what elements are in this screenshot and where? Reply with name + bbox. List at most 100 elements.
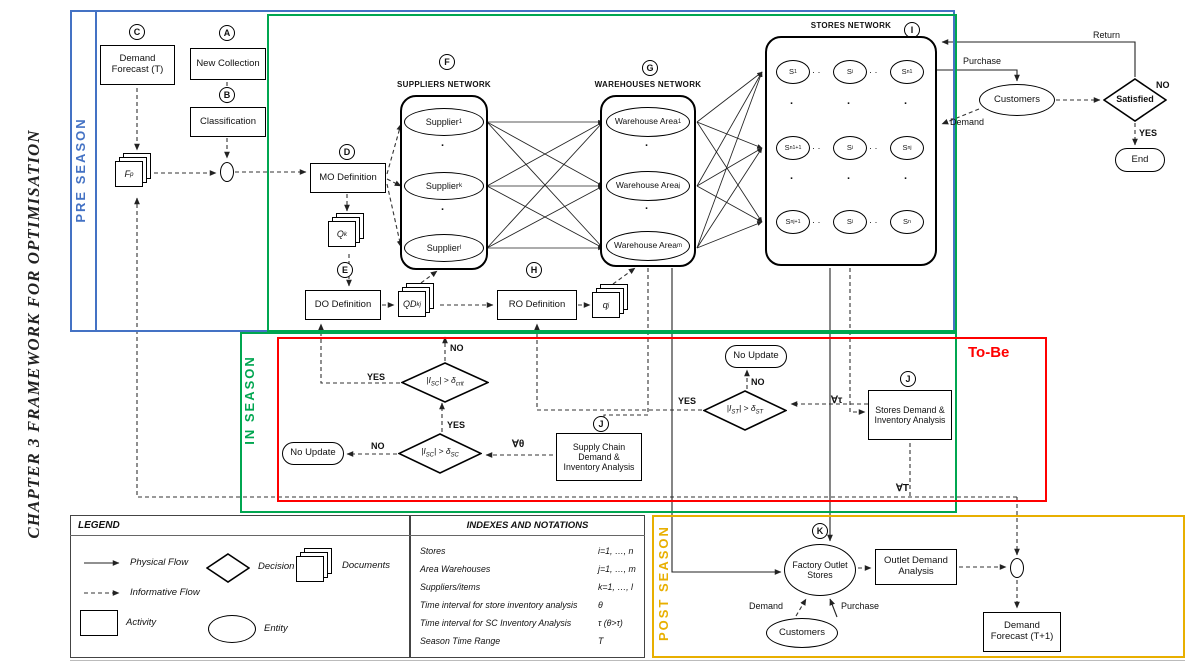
ro-definition-box: RO Definition — [497, 290, 577, 320]
in-season-frame — [240, 332, 957, 513]
ellipsis-dot: · — [645, 203, 649, 215]
ellipsis-dot: · — [847, 98, 851, 110]
notation-label: Time interval for SC Inventory Analysis — [420, 618, 572, 628]
stores-analysis-box: Stores Demand & Inventory Analysis — [868, 390, 952, 440]
legend-activity-shape — [80, 610, 118, 636]
ellipsis-dot: · — [790, 98, 794, 110]
ellipsis-dots: · · — [812, 67, 821, 77]
badge-j-stores: J — [900, 371, 916, 387]
no-update-top-node: No Update — [725, 345, 787, 368]
suppliers-network-title: SUPPLIERS NETWORK — [397, 80, 491, 89]
ellipsis-dots: · · — [869, 217, 878, 227]
badge-c: C — [129, 24, 145, 40]
notation-value: j=1, …, m — [598, 564, 636, 574]
demand-post-label: Demand — [749, 601, 784, 611]
outlet-analysis-box: Outlet Demand Analysis — [875, 549, 957, 585]
delta-st-decision: |IST| > δST — [703, 390, 787, 431]
to-be-frame — [277, 337, 1047, 502]
st-no-label: NO — [751, 377, 765, 387]
post-season-label: POST SEASON — [656, 525, 671, 641]
notation-label: Season Time Range — [420, 636, 501, 646]
legend-box — [70, 515, 410, 658]
badge-a: A — [219, 25, 235, 41]
new-collection-box: New Collection — [190, 48, 266, 80]
legend-entity-shape — [208, 615, 256, 643]
demand-forecast-t-box: Demand Forecast (T) — [100, 45, 175, 85]
pre-season-label: PRE SEASON — [73, 117, 88, 223]
stores-network-title: STORES NETWORK — [810, 21, 892, 30]
ellipsis-dot: · — [441, 140, 445, 152]
mo-definition-box: MO Definition — [310, 163, 386, 193]
pre-season-divider — [95, 10, 97, 332]
sc-analysis-box: Supply Chain Demand & Inventory Analysis — [556, 433, 642, 481]
notation-label: Time interval for store inventory analys… — [420, 600, 578, 610]
crit-yes-label: YES — [367, 372, 386, 382]
notations-title: INDEXES AND NOTATIONS — [466, 520, 589, 531]
page-bottom-rule — [70, 660, 1185, 661]
join-connector-post — [1010, 558, 1024, 578]
st-yes-label: YES — [678, 396, 697, 406]
satisfied-yes-label: YES — [1139, 128, 1158, 138]
legend-physical-flow-label: Physical Flow — [130, 557, 189, 568]
purchase-post-label: Purchase — [841, 601, 880, 611]
notation-value: T — [598, 636, 604, 646]
chapter-caption: CHAPTER 3 FRAMEWORK FOR OPTIMISATION — [24, 129, 43, 539]
ellipsis-dot: · — [441, 204, 445, 216]
notations-title-divider — [410, 535, 645, 536]
notations-box — [410, 515, 645, 658]
forall-T-label: ∀T — [896, 483, 909, 494]
classification-box: Classification — [190, 107, 266, 137]
delta-st-label: |IST| > δST — [726, 403, 764, 417]
legend-informative-flow-label: Informative Flow — [130, 587, 200, 598]
customers-post-entity: Customers — [766, 618, 838, 648]
in-season-label: IN SEASON — [242, 355, 257, 445]
post-season-frame — [652, 515, 1185, 658]
delta-sc-label: |ISC| > δSC — [421, 446, 459, 460]
do-definition-box: DO Definition — [305, 290, 381, 320]
join-connector-pre — [220, 162, 234, 182]
badge-d: D — [339, 144, 355, 160]
ellipsis-dot: · — [904, 173, 908, 185]
notation-label: Area Warehouses — [420, 564, 491, 574]
legend-documents-shape — [296, 548, 336, 586]
notation-value: i=1, …, n — [598, 546, 634, 556]
ellipsis-dot: · — [645, 140, 649, 152]
sc-yes-label: YES — [447, 420, 466, 430]
sc-no-label: NO — [371, 441, 385, 451]
badge-f: F — [439, 54, 455, 70]
notation-label: Stores — [420, 546, 446, 556]
networks-frame — [267, 14, 957, 332]
satisfied-no-label: NO — [1156, 80, 1170, 90]
legend-title: LEGEND — [78, 520, 120, 531]
customers-entity: Customers — [979, 84, 1055, 116]
crit-no-label: NO — [450, 343, 464, 353]
notation-value: τ (θ>τ) — [598, 618, 623, 628]
no-update-left-node: No Update — [282, 442, 344, 465]
badge-b: B — [219, 87, 235, 103]
delta-crit-decision: |ISC| > δcrit — [401, 362, 489, 403]
delta-crit-label: |ISC| > δcrit — [426, 375, 464, 389]
forall-tau-label: ∀τ — [831, 395, 843, 406]
legend-entity-label: Entity — [264, 623, 288, 634]
demand-forecast-t1-box: Demand Forecast (T+1) — [983, 612, 1061, 652]
ellipsis-dots: · · — [869, 67, 878, 77]
badge-e: E — [337, 262, 353, 278]
